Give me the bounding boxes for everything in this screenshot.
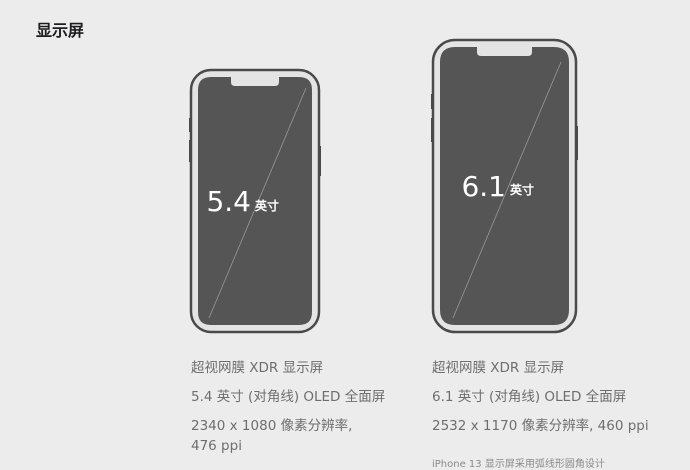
section-title: 显示屏 — [36, 21, 85, 40]
spec-resolution: 2532 x 1170 像素分辨率, 460 ppi — [432, 418, 649, 434]
spec-list-6-1: 超视网膜 XDR 显示屏 6.1 英寸 (对角线) OLED 全面屏 2532 … — [432, 358, 682, 445]
spec-display-type: 超视网膜 XDR 显示屏 — [432, 360, 565, 376]
size-unit: 英寸 — [510, 182, 534, 197]
size-label: 6.1 — [461, 170, 506, 203]
spec-list-5-4: 超视网膜 XDR 显示屏 5.4 英寸 (对角线) OLED 全面屏 2340 … — [191, 358, 411, 465]
spec-display-type: 超视网膜 XDR 显示屏 — [191, 360, 324, 376]
phone-illustration-6-1: 6.1 英寸 — [431, 38, 578, 334]
size-label: 5.4 — [206, 185, 251, 218]
spec-screen-size: 6.1 英寸 (对角线) OLED 全面屏 — [432, 389, 627, 405]
phone-illustration-5-4: 5.4 英寸 — [189, 68, 321, 334]
spec-resolution: 2340 x 1080 像素分辨率, — [191, 418, 353, 434]
size-unit: 英寸 — [255, 198, 279, 213]
spec-ppi: 476 ppi — [191, 438, 242, 454]
spec-screen-size: 5.4 英寸 (对角线) OLED 全面屏 — [191, 389, 386, 405]
